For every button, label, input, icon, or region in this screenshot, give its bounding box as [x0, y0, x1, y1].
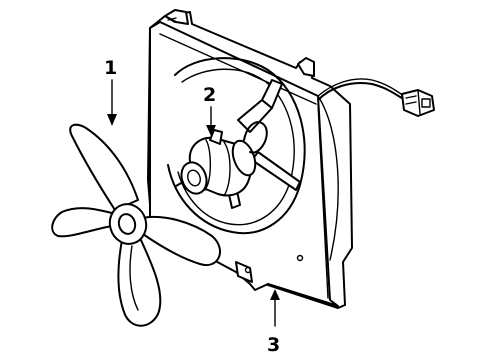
fan-blade	[51, 123, 221, 327]
callout-3: 3	[267, 289, 280, 356]
callout-3-label: 3	[267, 334, 280, 356]
wire-harness	[317, 78, 435, 117]
callout-1-label: 1	[104, 57, 117, 79]
callout-2-label: 2	[203, 84, 216, 106]
callout-1: 1	[104, 57, 117, 126]
motor-mount-struts	[223, 79, 301, 209]
callout-2: 2	[203, 84, 216, 136]
fan-motor	[175, 121, 268, 197]
